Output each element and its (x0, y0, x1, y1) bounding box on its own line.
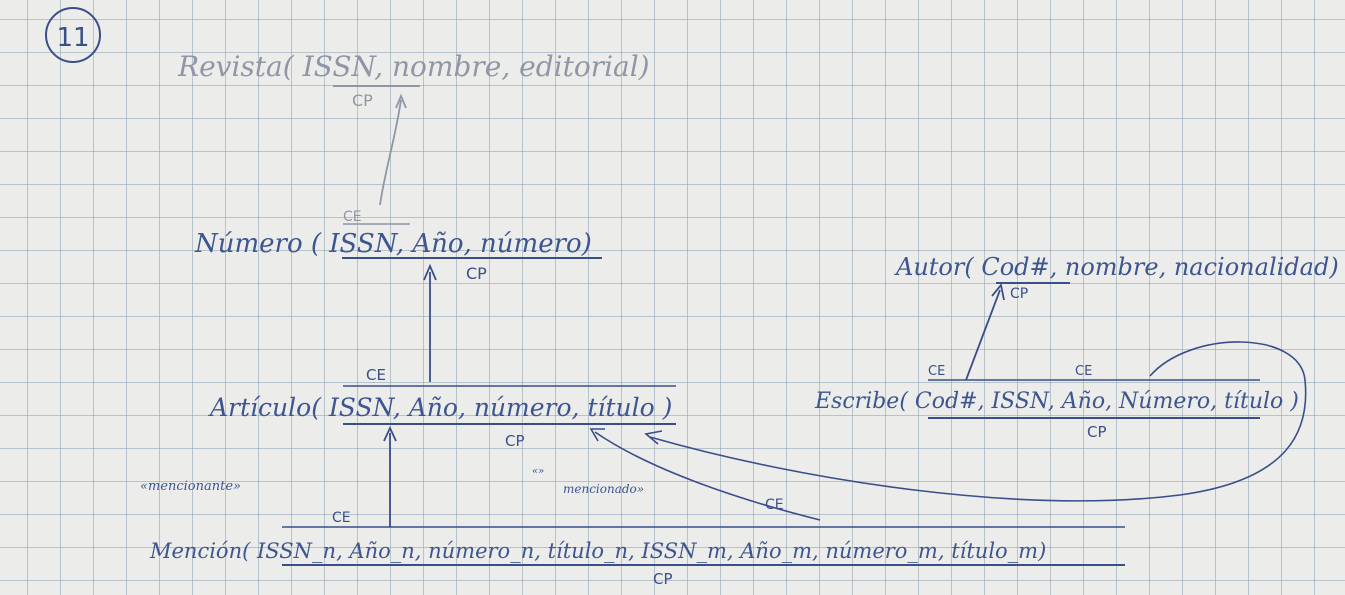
articulo-fk-label: CE (366, 366, 386, 384)
relation-autor: Autor( Cod#, nombre, nacionalidad) (894, 253, 1339, 281)
label-mencionado: mencionado» (563, 482, 644, 496)
fk-arrow-escribe-articulo (649, 341, 1307, 502)
autor-pk-label: CP (1010, 286, 1028, 302)
fk-arrow-escribe-autor (965, 289, 1001, 381)
arrowhead-numero (423, 263, 437, 281)
relation-mencion: Mención( ISSN_n, Año_n, número_n, título… (149, 539, 1046, 563)
relation-escribe: Escribe( Cod#, ISSN, Año, Número, título… (814, 389, 1299, 414)
relation-articulo: Artículo( ISSN, Año, número, título ) (208, 393, 672, 422)
arrowhead-articulo-from-escribe (644, 430, 663, 445)
numero-pk-label: CP (466, 264, 487, 283)
fk-arrow-mencion-m-articulo (594, 431, 821, 521)
arrowhead-revista (395, 93, 407, 109)
escribe-fk1-label: CE (928, 364, 945, 379)
escribe-pk-label: CP (1087, 423, 1107, 441)
escribe-fk2-label: CE (1075, 364, 1092, 379)
revista-pk-label: CP (352, 91, 373, 110)
arrowhead-autor (991, 282, 1005, 301)
arrowhead-articulo-mencionado (589, 428, 605, 442)
arrowhead-articulo-mencionante (383, 425, 397, 442)
mencion-pk-label: CP (653, 570, 673, 588)
page-number-circle (45, 7, 101, 63)
page-number: 11 (56, 23, 89, 53)
label-mencionado-prefix: «» (532, 466, 544, 477)
mencion-fk1-label: CE (332, 510, 351, 526)
label-mencionante: «mencionante» (140, 479, 241, 494)
fk-arrow-numero-revista (379, 99, 402, 206)
relation-numero: Número ( ISSN, Año, número) (194, 229, 592, 259)
articulo-pk-label: CP (505, 432, 525, 450)
numero-fk-label: CE (343, 209, 362, 225)
mencion-fk2-label: CE (765, 497, 784, 513)
relation-revista: Revista( ISSN, nombre, editorial) (177, 50, 650, 83)
